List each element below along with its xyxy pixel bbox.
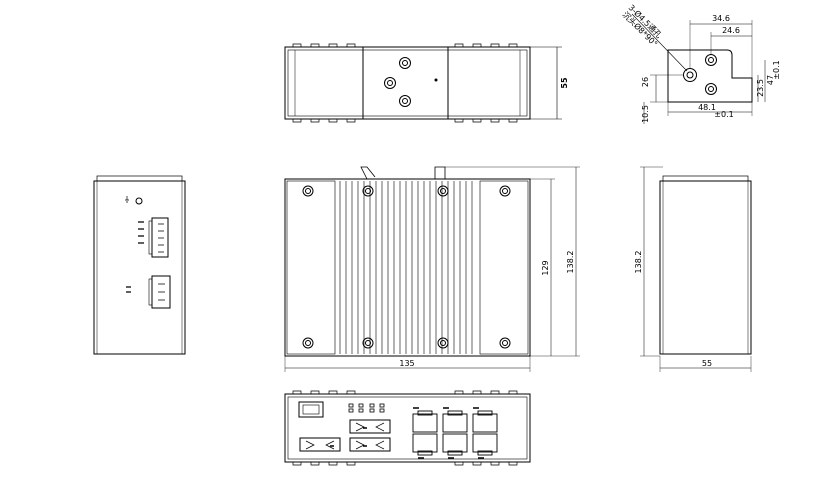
dim-mount-h2: 23.5 xyxy=(756,79,765,97)
dim-top-height: 55 xyxy=(560,77,569,89)
dim-mount-edge: 10.5 xyxy=(641,105,650,123)
bottom-port-view xyxy=(284,390,531,466)
dim-front-height-outer: 138.2 xyxy=(566,251,575,274)
dim-mount-h3: 47 xyxy=(766,75,775,85)
dim-mount-w1: 34.6 xyxy=(712,14,730,23)
left-side-view xyxy=(93,175,186,355)
dim-front-width: 135 xyxy=(399,359,414,368)
dim-mount-h1: 26 xyxy=(641,77,650,87)
right-side-view xyxy=(640,166,752,372)
front-view xyxy=(284,166,580,372)
dim-mount-bottom-tol: ±0.1 xyxy=(714,110,733,119)
mounting-bracket-detail xyxy=(631,13,766,124)
dim-side-height: 138.2 xyxy=(634,251,643,274)
dim-side-depth: 55 xyxy=(702,359,712,368)
dim-mount-w2: 24.6 xyxy=(722,26,740,35)
dim-mount-h3-tol: ±0.1 xyxy=(772,60,781,79)
dim-mount-bottom: 48.1 xyxy=(698,103,716,112)
top-view xyxy=(284,43,562,123)
dim-front-height-inner: 129 xyxy=(541,260,550,275)
